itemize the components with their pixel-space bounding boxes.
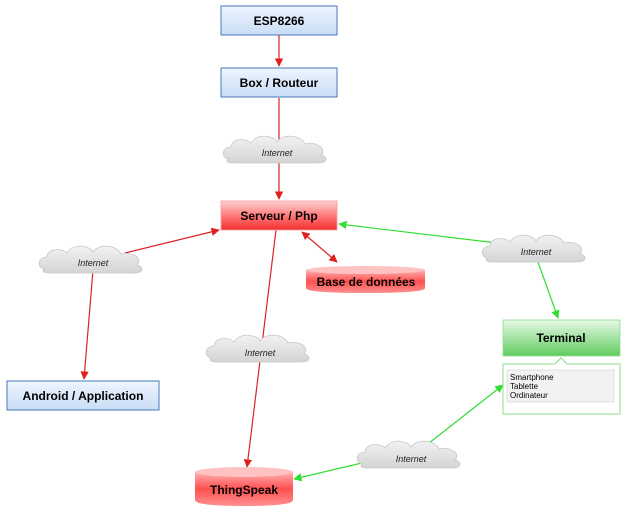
node-box (220, 200, 338, 231)
node-label: ESP8266 (254, 14, 305, 28)
link-android-cloud-to-android (80, 269, 94, 380)
node-base-de-donnees[interactable]: Base de données (306, 266, 425, 293)
node-label: Box / Routeur (240, 76, 319, 90)
cloud-internet-bottom: Internet (356, 440, 461, 469)
cloud-internet-top: Internet (222, 135, 327, 164)
cloud-label: Internet (521, 247, 552, 257)
link-thingspeak-cloud-to-thingspeak (293, 461, 367, 482)
node-box (502, 319, 621, 357)
cloud-shape (481, 234, 586, 263)
node-label: Serveur / Php (240, 209, 317, 223)
node-android-application[interactable]: Android / Application (6, 380, 160, 411)
cloud-shape (205, 334, 310, 363)
node-box (220, 67, 338, 98)
link-terminal-cloud-to-serveur (338, 220, 498, 244)
node-box-routeur[interactable]: Box / Routeur (220, 67, 338, 98)
database-cylinder (195, 472, 293, 506)
cloud-shape (222, 135, 327, 164)
node-label: Android / Application (23, 389, 144, 403)
node-label: Base de données (317, 275, 416, 289)
node-box (220, 5, 338, 36)
cloud-shape (356, 440, 461, 469)
cloud-label: Internet (262, 148, 293, 158)
cloud-label: Internet (396, 454, 427, 464)
database-cylinder (306, 270, 425, 293)
cloud-shape (38, 245, 143, 274)
cloud-label: Internet (245, 348, 276, 358)
node-box (6, 380, 160, 411)
cloud-internet-left: Internet (38, 245, 143, 274)
link-thingspeak-cloud-to-terminal (423, 384, 504, 448)
node-label: ThingSpeak (210, 483, 278, 497)
cloud-internet-right: Internet (481, 234, 586, 263)
database-top (195, 467, 293, 477)
node-serveur-php[interactable]: Serveur / Php (220, 200, 338, 231)
link-serveur-base-bidirectional (301, 231, 338, 263)
node-terminal[interactable]: Terminal (502, 319, 621, 357)
terminal-devices-note: Smartphone Tablette Ordinateur (502, 357, 621, 415)
cloud-internet-middle: Internet (205, 334, 310, 363)
node-thingspeak[interactable]: ThingSpeak (195, 467, 293, 506)
link-terminal-cloud-to-terminal (537, 261, 560, 319)
node-label: Terminal (536, 331, 585, 345)
note-line-ordinateur: Ordinateur (510, 391, 548, 400)
note-inner (506, 369, 615, 403)
cloud-label: Internet (78, 258, 109, 268)
note-line-tablette: Tablette (510, 382, 539, 391)
database-top (306, 266, 425, 274)
link-android-cloud-to-serveur (124, 227, 220, 254)
note-line-smartphone: Smartphone (510, 373, 554, 382)
node-esp8266[interactable]: ESP8266 (220, 5, 338, 36)
